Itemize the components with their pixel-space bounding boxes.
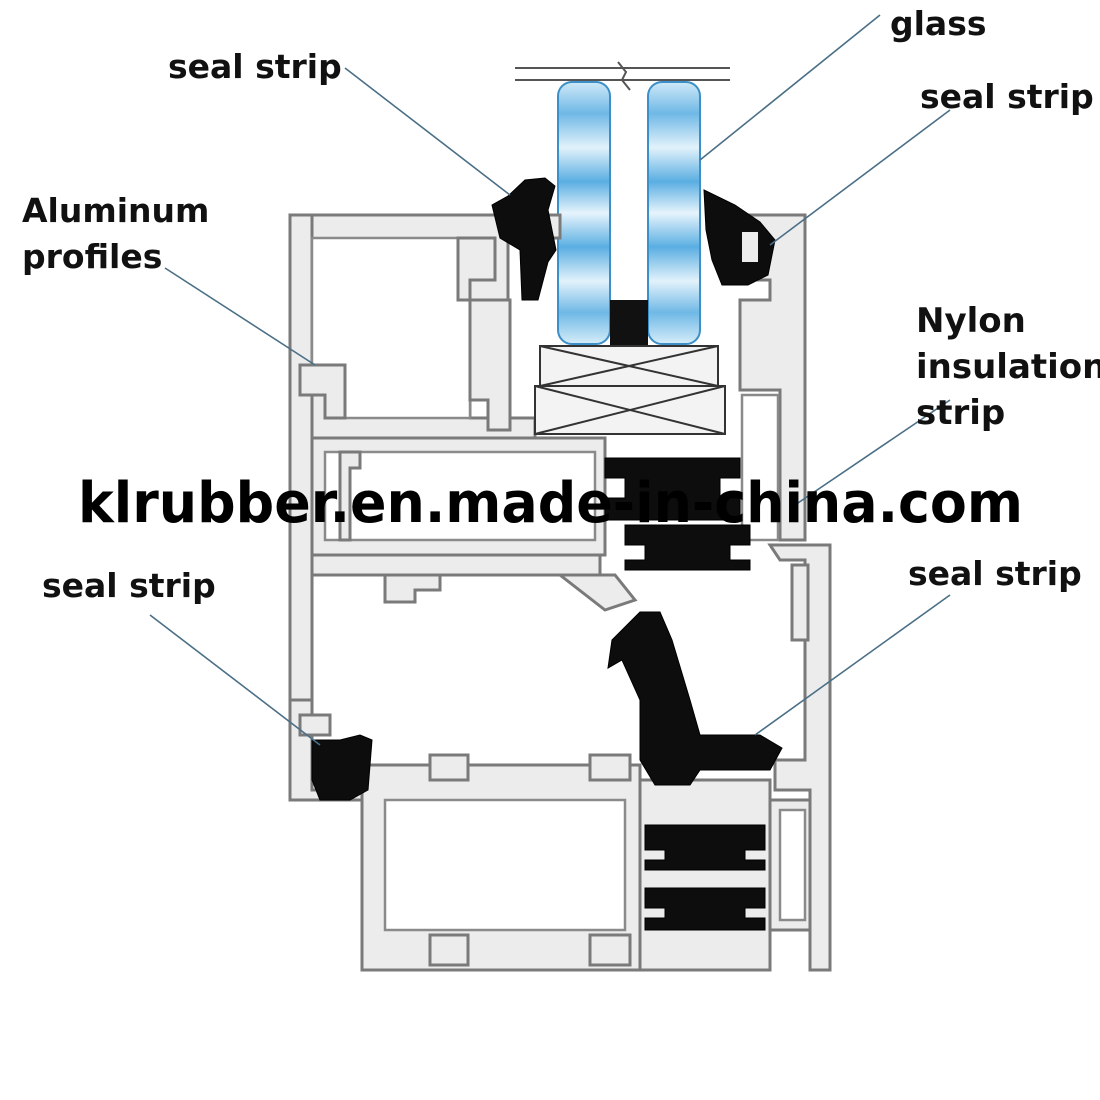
seal-strip-frame-right bbox=[607, 611, 783, 786]
glass-pane-left bbox=[557, 81, 611, 345]
label-nylon-line1: Nylon bbox=[916, 301, 1026, 341]
glass-spacer bbox=[610, 300, 648, 346]
label-nylon-line3: strip bbox=[916, 393, 1005, 433]
watermark-text: klrubber.en.made-in-china.com bbox=[78, 471, 1023, 536]
seal-strip-glazing-right bbox=[703, 189, 776, 286]
label-seal-strip-top-right: seal strip bbox=[920, 77, 1094, 116]
aluminum-profile-middle bbox=[310, 436, 607, 557]
leader-lines bbox=[149, 14, 951, 746]
seal-strip-glazing-left bbox=[491, 177, 557, 301]
nylon-insulation-strip-middle bbox=[604, 457, 751, 571]
label-seal-strip-bottom-right: seal strip bbox=[908, 554, 1082, 593]
label-seal-strip-bottom-left: seal strip bbox=[42, 566, 216, 605]
label-aluminum-line1: Aluminum bbox=[22, 191, 209, 230]
label-nylon-line2: insulation bbox=[916, 347, 1100, 387]
glass-unit bbox=[515, 61, 730, 346]
label-glass: glass bbox=[890, 4, 987, 43]
aluminum-profile-top bbox=[288, 213, 807, 702]
nylon-insulation-strip-lower bbox=[644, 824, 766, 931]
seal-strip-frame-left bbox=[311, 734, 373, 801]
glass-pane-right bbox=[647, 81, 701, 345]
label-aluminum-line2: profiles bbox=[22, 237, 162, 276]
label-seal-strip-top-left: seal strip bbox=[168, 47, 342, 86]
glass-setting-block bbox=[534, 345, 726, 435]
